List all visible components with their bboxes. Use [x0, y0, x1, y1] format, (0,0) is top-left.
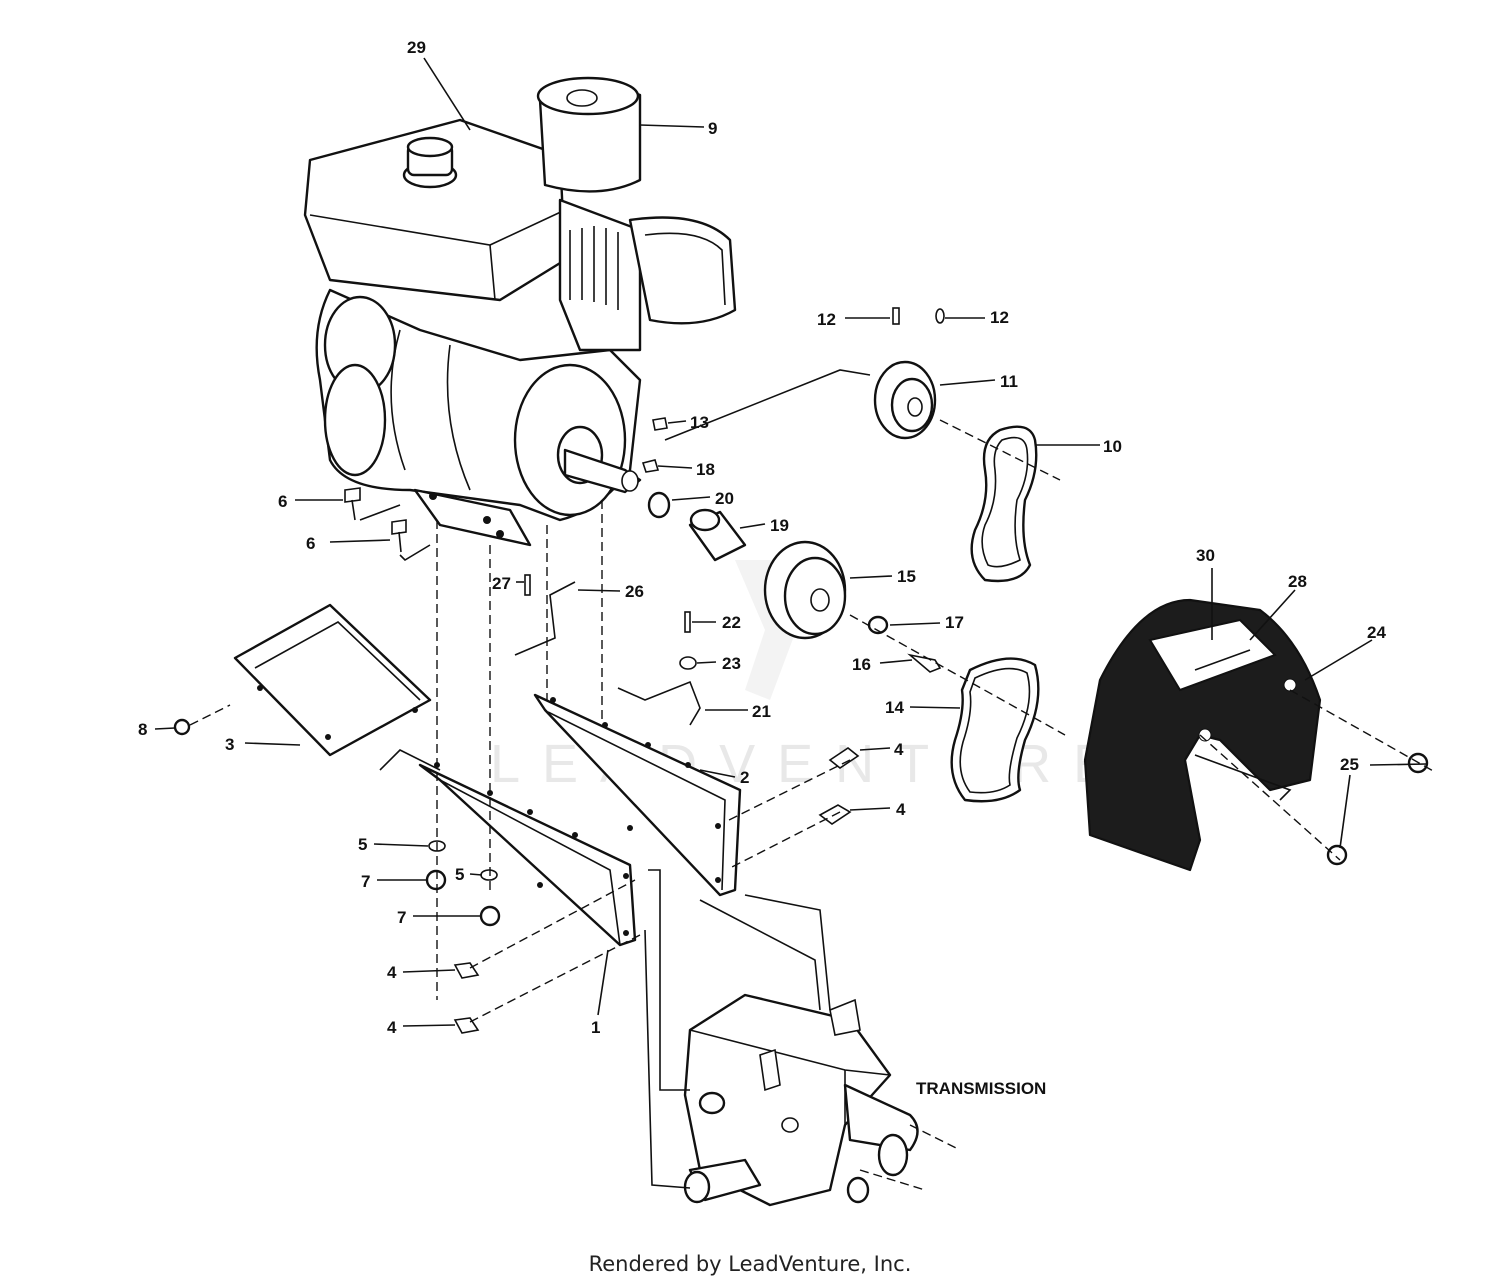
pulley-11 — [873, 360, 937, 440]
belt-guard — [1083, 598, 1322, 872]
callout-20: 20 — [715, 489, 734, 508]
callout-10: 10 — [1103, 437, 1122, 456]
callout-23: 23 — [722, 654, 741, 673]
callout-8: 8 — [138, 720, 147, 739]
belt-10 — [970, 425, 1038, 583]
callout-9: 9 — [708, 119, 717, 138]
rods — [514, 581, 701, 726]
callout-4d: 4 — [387, 1018, 397, 1037]
callout-7a: 7 — [361, 872, 370, 891]
callout-14: 14 — [885, 698, 904, 717]
callout-30: 30 — [1196, 546, 1215, 565]
transmission-label: TRANSMISSION — [916, 1079, 1046, 1098]
callout-16: 16 — [852, 655, 871, 674]
leader-lines — [154, 57, 1427, 1027]
callouts: 29 9 12 12 11 13 10 18 20 6 19 6 15 27 2… — [138, 38, 1386, 1037]
callout-22: 22 — [722, 613, 741, 632]
callout-6b: 6 — [306, 534, 315, 553]
pulley-15 — [763, 540, 847, 640]
belt-14 — [950, 657, 1040, 803]
callout-4b: 4 — [896, 800, 906, 819]
callout-4c: 4 — [387, 963, 397, 982]
transmission — [683, 993, 919, 1207]
callout-11: 11 — [1000, 372, 1018, 391]
callout-24: 24 — [1367, 623, 1386, 642]
spacer-19 — [688, 508, 747, 562]
callout-4a: 4 — [894, 740, 904, 759]
callout-13: 13 — [690, 413, 709, 432]
callout-27: 27 — [492, 574, 511, 593]
mount-plate-2 — [533, 693, 742, 897]
callout-18: 18 — [696, 460, 715, 479]
callout-17: 17 — [945, 613, 964, 632]
callout-12a: 12 — [817, 310, 836, 329]
engine — [303, 76, 737, 547]
center-lines — [189, 369, 1436, 1191]
callout-7b: 7 — [397, 908, 406, 927]
callout-2: 2 — [740, 768, 749, 787]
callout-5b: 5 — [455, 865, 464, 884]
bracket-3 — [233, 603, 432, 757]
callout-6a: 6 — [278, 492, 287, 511]
callout-29: 29 — [407, 38, 426, 57]
callout-3: 3 — [225, 735, 234, 754]
callout-15: 15 — [897, 567, 916, 586]
footer-credit: Rendered by LeadVenture, Inc. — [588, 1252, 912, 1276]
callout-12b: 12 — [990, 308, 1009, 327]
callout-28: 28 — [1288, 572, 1307, 591]
callout-21: 21 — [752, 702, 771, 721]
callout-25: 25 — [1340, 755, 1359, 774]
callout-5a: 5 — [358, 835, 367, 854]
callout-26: 26 — [625, 582, 644, 601]
small-hardware — [173, 307, 1429, 1034]
callout-1: 1 — [591, 1018, 600, 1037]
callout-19: 19 — [770, 516, 789, 535]
